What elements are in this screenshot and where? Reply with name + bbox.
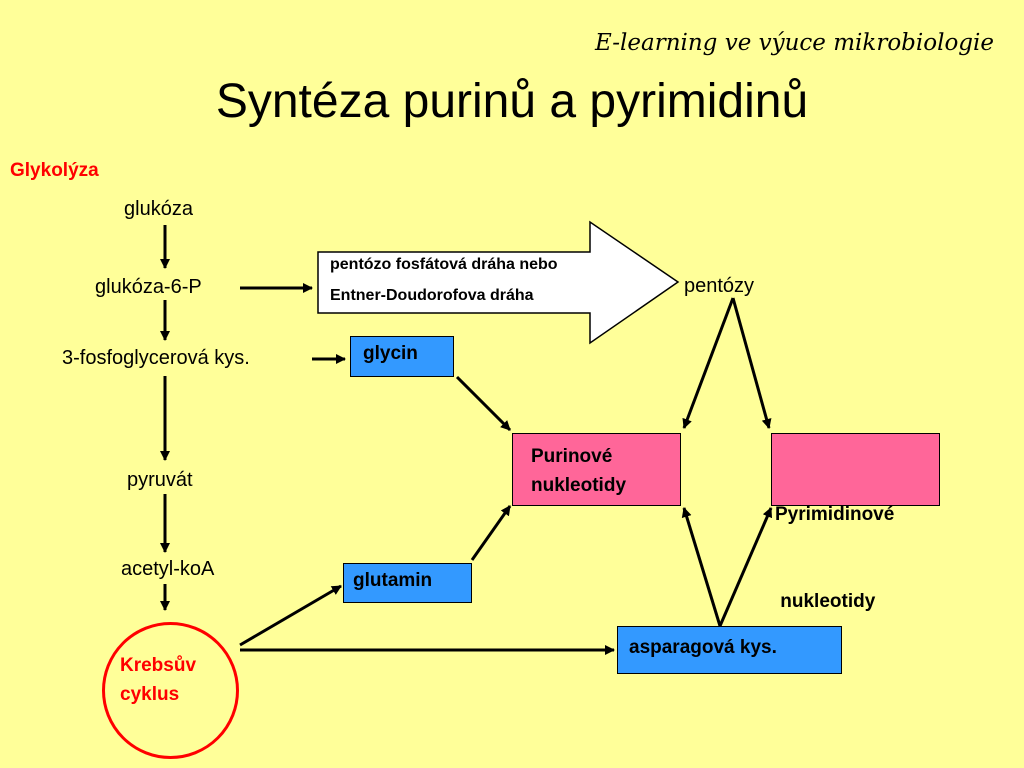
node-acetyl-koa: acetyl-koA [121, 558, 215, 580]
box-asparagova-label: asparagová kys. [629, 637, 777, 658]
box-glycin: glycin [350, 336, 454, 377]
arrow-glutamin-to-purinove [470, 505, 512, 561]
arrow-pentozy-to-pyrimidinove [731, 297, 772, 429]
box-purinove-nukleotidy: Purinové nukleotidy [512, 433, 681, 506]
arrow-krebs-to-glutamin [239, 584, 342, 647]
arrow-pentozy-to-purinove [682, 297, 735, 429]
box-glycin-label: glycin [363, 343, 418, 364]
pathway-block-arrow [317, 220, 680, 345]
node-3-fosfoglycerova-kys: 3-fosfoglycerová kys. [62, 347, 250, 369]
box-glutamin-label: glutamin [353, 570, 433, 591]
box-pyrimidinove-nukleotidy: Pyrimidinové nukleotidy [771, 433, 940, 612]
slide-title: Syntéza purinů a pyrimidinů [215, 75, 809, 128]
course-tagline: E-learning ve výuce mikrobiologie [595, 30, 994, 56]
krebs-cycle-line1: Krebsův [120, 655, 197, 676]
box-pyrimidinove-line1: Pyrimidinové [775, 504, 895, 525]
pathway-label-line1: pentózo fosfátová dráha nebo [330, 256, 558, 273]
arrow-asparagova-to-purinove [681, 507, 722, 627]
box-pyrimidinove-line2: nukleotidy [775, 591, 876, 612]
node-glukoza-6-p: glukóza-6-P [95, 276, 202, 298]
box-purinove-line2: nukleotidy [531, 475, 627, 496]
krebs-cycle-circle [102, 622, 239, 759]
node-pentozy: pentózy [684, 275, 755, 297]
box-glutamin: glutamin [343, 563, 472, 603]
arrow-glycin-to-purinove [455, 375, 512, 432]
box-purinove-line1: Purinové [531, 446, 613, 467]
pathway-label-line2: Entner-Doudorofova dráha [330, 287, 534, 304]
glycolysis-label: Glykolýza [10, 160, 99, 181]
krebs-cycle-line2: cyklus [120, 684, 180, 705]
node-glukoza: glukóza [124, 198, 193, 220]
arrow-asparagova-to-pyrimidinove [718, 507, 773, 627]
box-asparagova-kys: asparagová kys. [617, 626, 842, 674]
node-pyruvat: pyruvát [127, 469, 193, 491]
